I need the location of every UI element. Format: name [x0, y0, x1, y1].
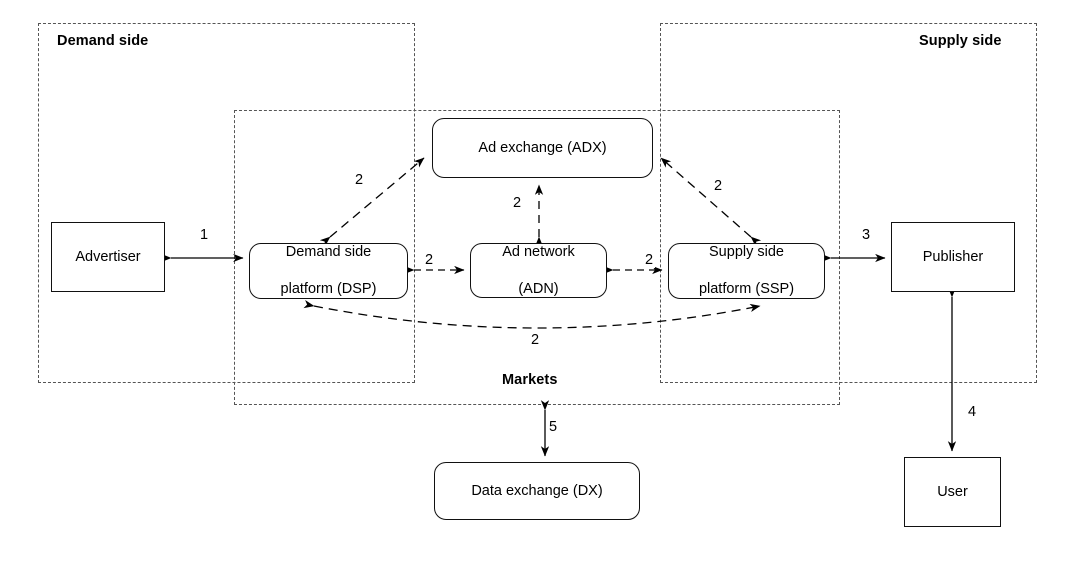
edge-label-1: 1 [198, 227, 211, 243]
node-label-dsp-line1: Demand side [285, 244, 372, 261]
region-label-demand-side: Demand side [57, 33, 149, 49]
edge-label-dsp-ssp: 2 [529, 332, 542, 348]
node-advertiser[interactable]: Advertiser [51, 222, 165, 292]
edge-label-adn-adx: 2 [511, 195, 524, 211]
edge-label-ssp-adx: 2 [712, 178, 725, 194]
node-label-user: User [937, 483, 968, 500]
node-label-advertiser: Advertiser [75, 248, 141, 265]
edge-label-dsp-adn: 2 [423, 252, 436, 268]
node-label-ssp-line1: Supply side [709, 244, 784, 261]
node-label-ad-network-line2: (ADN) [518, 280, 559, 297]
node-publisher[interactable]: Publisher [891, 222, 1015, 292]
edge-dsp-ssp [303, 300, 761, 329]
node-ad-exchange[interactable]: Ad exchange (ADX) [432, 118, 653, 178]
edge-label-3: 3 [860, 227, 873, 243]
node-label-publisher: Publisher [922, 248, 984, 265]
node-label-ad-exchange: Ad exchange (ADX) [478, 139, 607, 156]
node-dsp[interactable]: Demand side platform (DSP) [249, 243, 408, 299]
node-user[interactable]: User [904, 457, 1001, 527]
edge-label-adn-ssp: 2 [643, 252, 656, 268]
node-label-ad-network-line1: Ad network [502, 243, 575, 260]
node-data-exchange[interactable]: Data exchange (DX) [434, 462, 640, 520]
node-label-dsp: Demand side platform (DSP) [269, 243, 389, 299]
region-supply-side [660, 23, 1037, 383]
edge-ssp-adexchange [660, 157, 762, 247]
region-label-supply-side: Supply side [919, 33, 1002, 49]
node-label-ssp: Supply side platform (SSP) [687, 243, 806, 299]
edge-label-dsp-adx: 2 [353, 172, 366, 188]
edge-label-4: 4 [966, 404, 979, 420]
node-ad-network[interactable]: Ad network (ADN) [470, 243, 607, 298]
edge-dsp-adexchange [319, 157, 425, 247]
node-ssp[interactable]: Supply side platform (SSP) [668, 243, 825, 299]
edge-label-5: 5 [547, 419, 560, 435]
node-label-dsp-line2: platform (DSP) [280, 281, 377, 298]
node-label-ssp-line2: platform (SSP) [698, 281, 795, 298]
region-label-markets: Markets [502, 372, 558, 388]
node-label-data-exchange: Data exchange (DX) [471, 482, 603, 499]
node-label-ad-network: Ad network (ADN) [490, 243, 587, 299]
